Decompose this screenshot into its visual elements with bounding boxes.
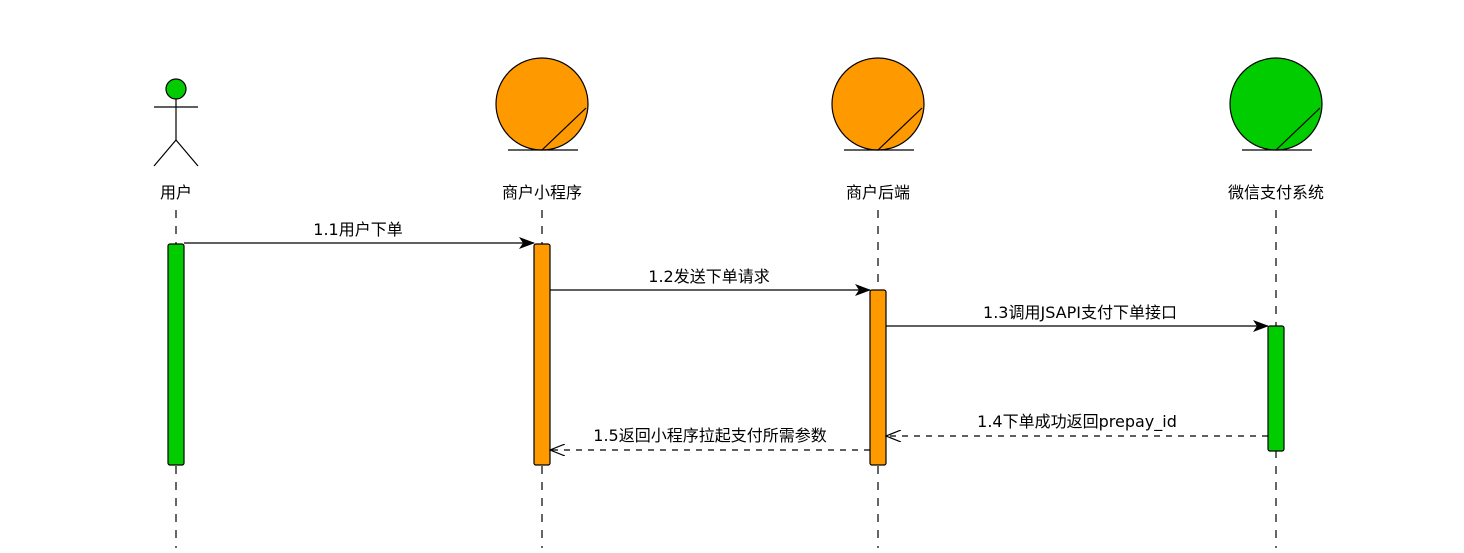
actor-icon [153,78,199,167]
message-label-3: 1.3调用JSAPI支付下单接口 [983,303,1177,322]
entity-icon-wechatpay [1229,57,1323,151]
message-label-5: 1.5返回小程序拉起支付所需参数 [593,426,826,445]
entity-icon-backend [831,57,925,151]
activation-bar-user [167,243,185,466]
participant-label-miniapp: 商户小程序 [502,183,582,202]
message-label-1: 1.1用户下单 [313,220,402,239]
entity-icon-miniapp [495,57,589,151]
actor-head [165,78,187,100]
participant-label-backend: 商户后端 [846,183,910,202]
activation-bar-miniapp [533,243,551,466]
participant-label-wechatpay: 微信支付系统 [1228,183,1324,202]
participant-label-user: 用户 [160,183,192,202]
activation-bar-backend [869,289,887,466]
activation-bar-wechatpay [1267,325,1285,452]
message-label-2: 1.2发送下单请求 [648,267,769,286]
message-label-4: 1.4下单成功返回prepay_id [977,412,1177,432]
